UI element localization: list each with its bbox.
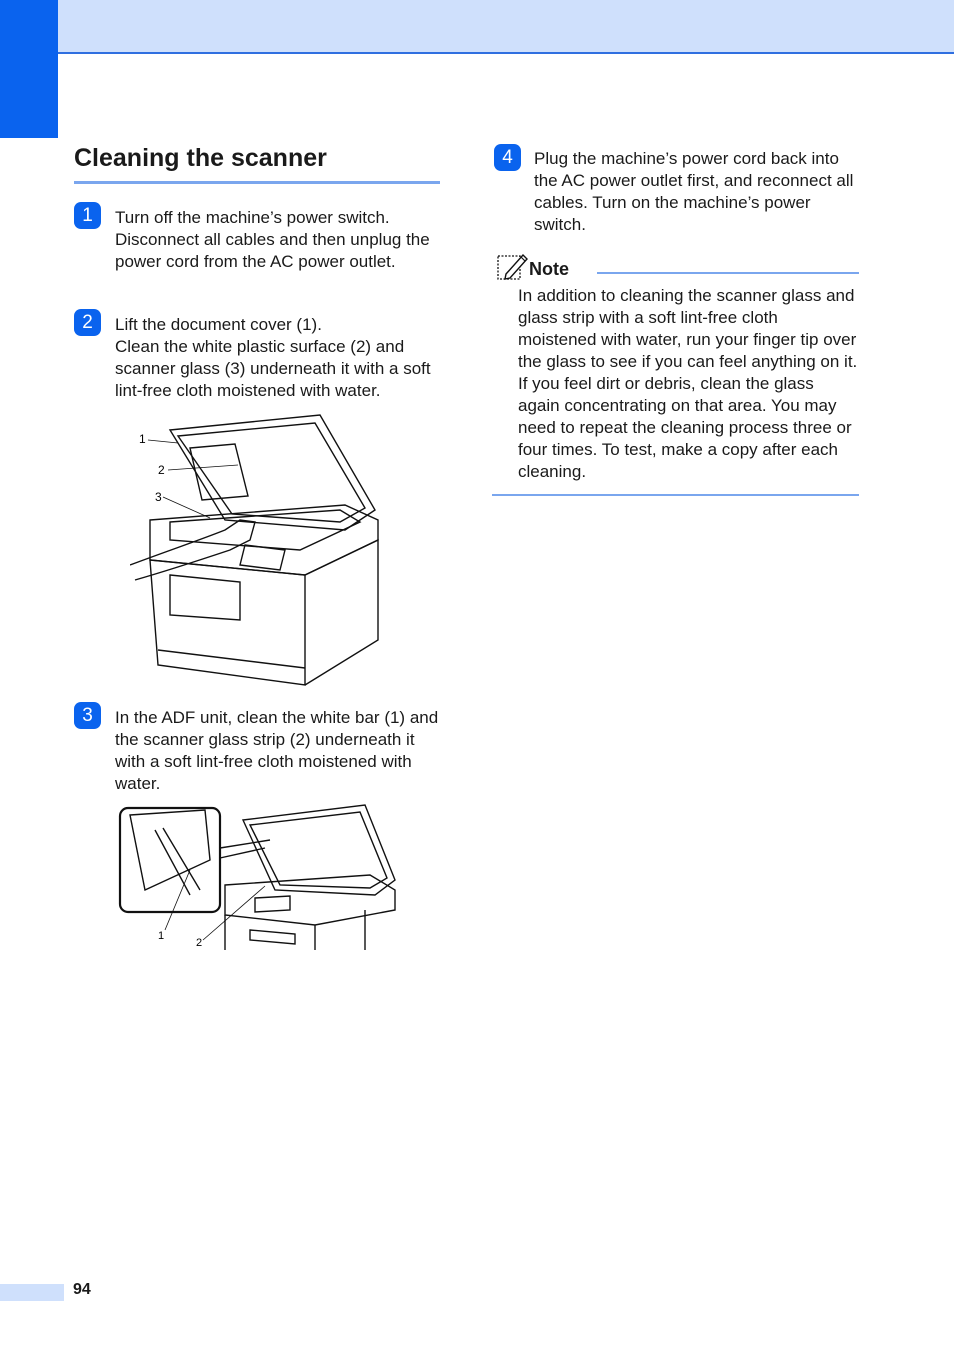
note-top-rule bbox=[597, 272, 859, 274]
step-1-text: Turn off the machine’s power switch. Dis… bbox=[115, 207, 440, 273]
step-4-text: Plug the machine’s power cord back into … bbox=[534, 148, 859, 236]
step-1-line: Turn off the machine’s power switch. Dis… bbox=[115, 208, 430, 271]
callout-3: 3 bbox=[155, 490, 162, 504]
step-3-badge: 3 bbox=[74, 702, 101, 729]
note-bottom-rule bbox=[492, 494, 859, 496]
note-title: Note bbox=[529, 259, 569, 279]
step-4-badge: 4 bbox=[494, 144, 521, 171]
callout-1: 1 bbox=[139, 432, 146, 446]
step-2-badge: 2 bbox=[74, 309, 101, 336]
callout-2: 2 bbox=[158, 463, 165, 477]
header-band bbox=[0, 0, 954, 54]
step-4-line: Plug the machine’s power cord back into … bbox=[534, 149, 854, 234]
step-3-text: In the ADF unit, clean the white bar (1)… bbox=[115, 707, 440, 795]
step-3-line: In the ADF unit, clean the white bar (1)… bbox=[115, 708, 439, 793]
adf-strip-illustration: 1 2 bbox=[118, 804, 396, 950]
page-number: 94 bbox=[73, 1281, 91, 1298]
step-2-line-2: Clean the white plastic surface (2) and … bbox=[115, 337, 431, 400]
step-2-line-1: Lift the document cover (1). bbox=[115, 315, 322, 334]
callout-1: 1 bbox=[158, 930, 164, 942]
title-underline bbox=[74, 181, 440, 184]
page-number-tab bbox=[0, 1284, 64, 1301]
section-title: Cleaning the scanner bbox=[74, 144, 327, 172]
note-body: In addition to cleaning the scanner glas… bbox=[518, 286, 858, 481]
step-1-badge: 1 bbox=[74, 202, 101, 229]
scanner-glass-illustration: 1 2 3 bbox=[130, 414, 379, 686]
step-2-text: Lift the document cover (1). Clean the w… bbox=[115, 314, 445, 402]
note-pencil-icon bbox=[497, 253, 528, 280]
callout-2: 2 bbox=[196, 937, 202, 949]
chapter-tab bbox=[0, 0, 58, 138]
